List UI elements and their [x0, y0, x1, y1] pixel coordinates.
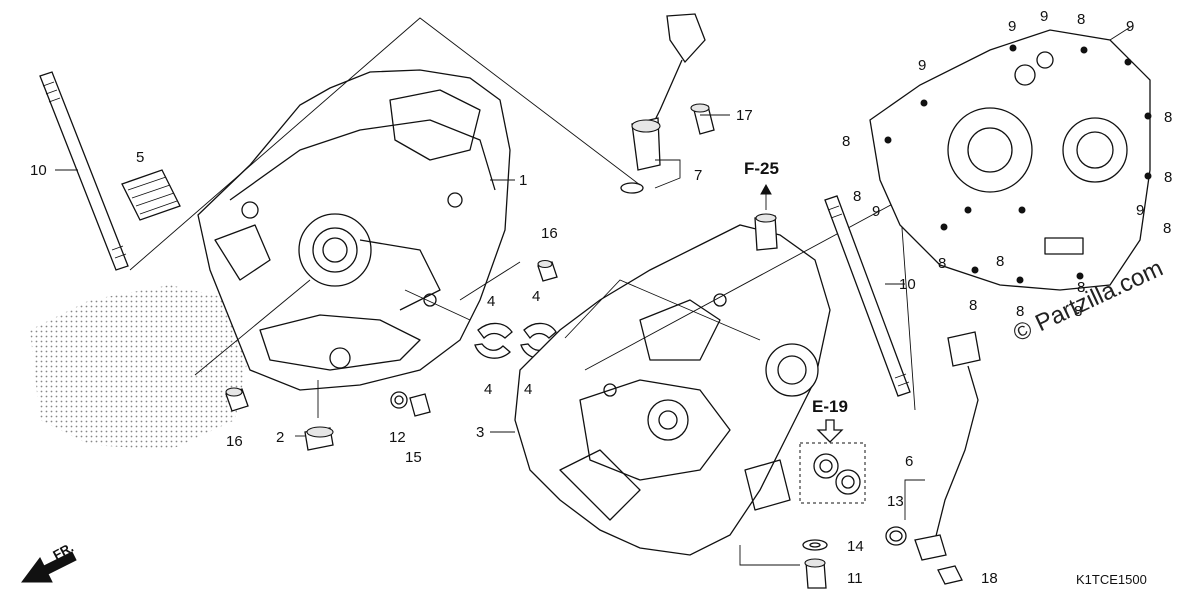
callout-5: 5: [136, 149, 144, 166]
flange-bolt-18: [937, 565, 963, 585]
e19-detail-box: [799, 419, 866, 504]
oil-dipstick: [620, 13, 706, 194]
callout-10-left: 10: [30, 162, 47, 179]
callout-8g: 8: [938, 255, 946, 272]
callout-16-right: 16: [541, 225, 558, 242]
callout-8j: 8: [1016, 303, 1024, 320]
left-case-guide-lines: [129, 17, 641, 376]
callout-4a: 4: [487, 293, 495, 310]
callout-9b: 9: [1008, 18, 1016, 35]
callout-9a: 9: [918, 57, 926, 74]
callout-labels: 10 5 1 16 4 4 4 4 16 2 12 15 3 17 7 F-25…: [30, 8, 1172, 587]
sealing-washer: [802, 539, 828, 551]
dowel-pin-left: [225, 387, 249, 412]
callout-15: 15: [405, 449, 422, 466]
callout-4c: 4: [484, 381, 492, 398]
ghost-crankcase-outline: [30, 285, 250, 450]
callout-6: 6: [905, 453, 913, 470]
flange-bolt-17: [690, 103, 715, 135]
callout-8e: 8: [853, 188, 861, 205]
drain-bolt: [804, 558, 827, 589]
callout-1: 1: [519, 172, 527, 189]
right-crankcase-cover: [869, 29, 1152, 291]
callout-11: 11: [847, 570, 863, 587]
dowel-pin-right: [537, 259, 558, 282]
callout-4b: 4: [532, 288, 540, 305]
callout-4d: 4: [524, 381, 532, 398]
callout-7: 7: [694, 167, 702, 184]
diagram-code: K1TCE1500: [1076, 572, 1147, 587]
callout-9f: 9: [1136, 202, 1144, 219]
callout-8b: 8: [1164, 109, 1172, 126]
callout-18: 18: [981, 570, 998, 587]
callout-3: 3: [476, 424, 484, 441]
sensor-with-harness: [914, 331, 981, 561]
callout-8c: 8: [842, 133, 850, 150]
callout-8k: 8: [1074, 303, 1082, 320]
callout-8i: 8: [969, 297, 977, 314]
stud-bolt-right: [824, 195, 911, 397]
callout-8d: 8: [1164, 169, 1172, 186]
callout-16-left: 16: [226, 433, 243, 450]
o-ring-and-collar: [390, 391, 431, 417]
ref-f25: F-25: [744, 159, 779, 178]
callout-17: 17: [736, 107, 753, 124]
oil-strainer-screen: [121, 169, 181, 221]
f25-arrow: [760, 183, 772, 210]
o-ring-13: [885, 526, 907, 546]
callout-13: 13: [887, 493, 904, 510]
callout-10-right: 10: [899, 276, 916, 293]
callout-8a: 8: [1077, 11, 1085, 28]
callout-9e: 9: [872, 203, 880, 220]
left-crankcase: [197, 69, 511, 391]
callout-8l: 8: [1077, 279, 1085, 296]
callout-leaders: [55, 25, 1133, 520]
callout-2: 2: [276, 429, 284, 446]
right-crankcase: [514, 213, 831, 556]
callout-8f: 8: [1163, 220, 1171, 237]
callout-8h: 8: [996, 253, 1004, 270]
callout-9c: 9: [1040, 8, 1048, 25]
callout-12: 12: [389, 429, 406, 446]
ref-e19: E-19: [812, 397, 848, 416]
callout-9d: 9: [1126, 18, 1134, 35]
callout-14: 14: [847, 538, 864, 555]
front-direction-arrow: [21, 551, 77, 583]
stud-bolt-left: [39, 71, 129, 271]
drain-plug: [304, 426, 334, 451]
